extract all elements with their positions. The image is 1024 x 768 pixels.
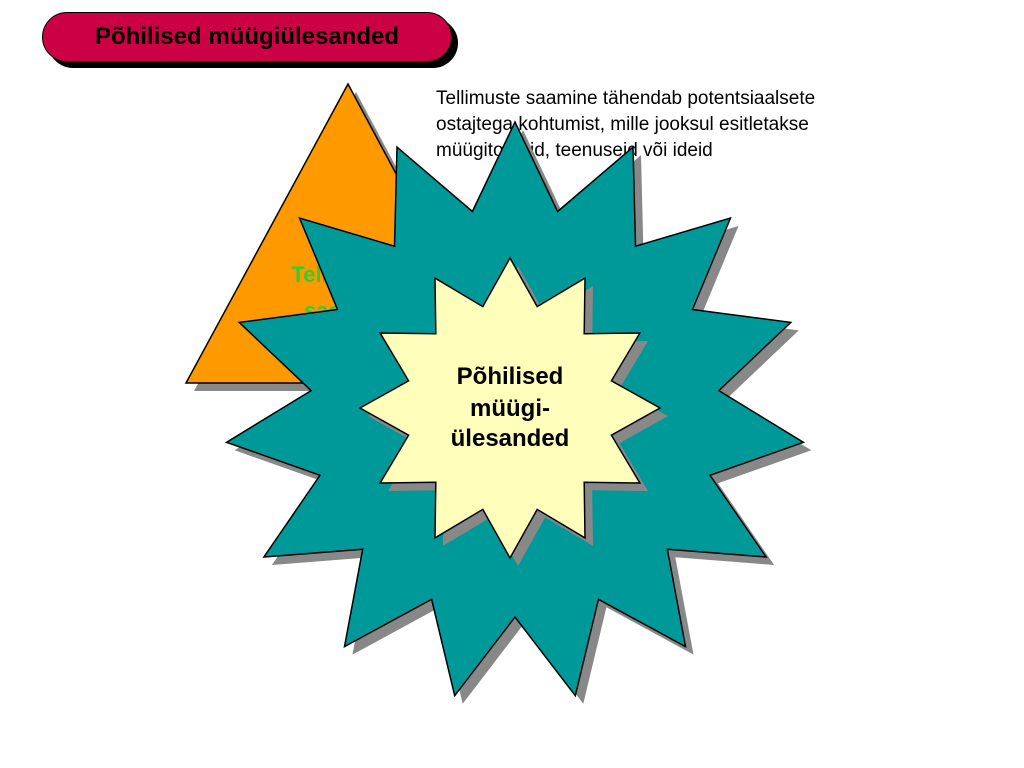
page-title: Põhilised müügiülesanded bbox=[94, 23, 400, 50]
center-label-line-1: Põhilised bbox=[457, 363, 564, 390]
inner-star-shape bbox=[358, 256, 662, 560]
title-banner: Põhilised müügiülesanded bbox=[42, 12, 452, 62]
center-label-line-3: ülesanded bbox=[451, 425, 570, 452]
description-line-1: Tellimuste saamine tähendab potentsiaals… bbox=[436, 88, 816, 109]
description-line-2: ostajtega kohtumist, mille jooksul esitl… bbox=[436, 114, 809, 135]
center-label-line-2: müügi- bbox=[470, 395, 550, 422]
